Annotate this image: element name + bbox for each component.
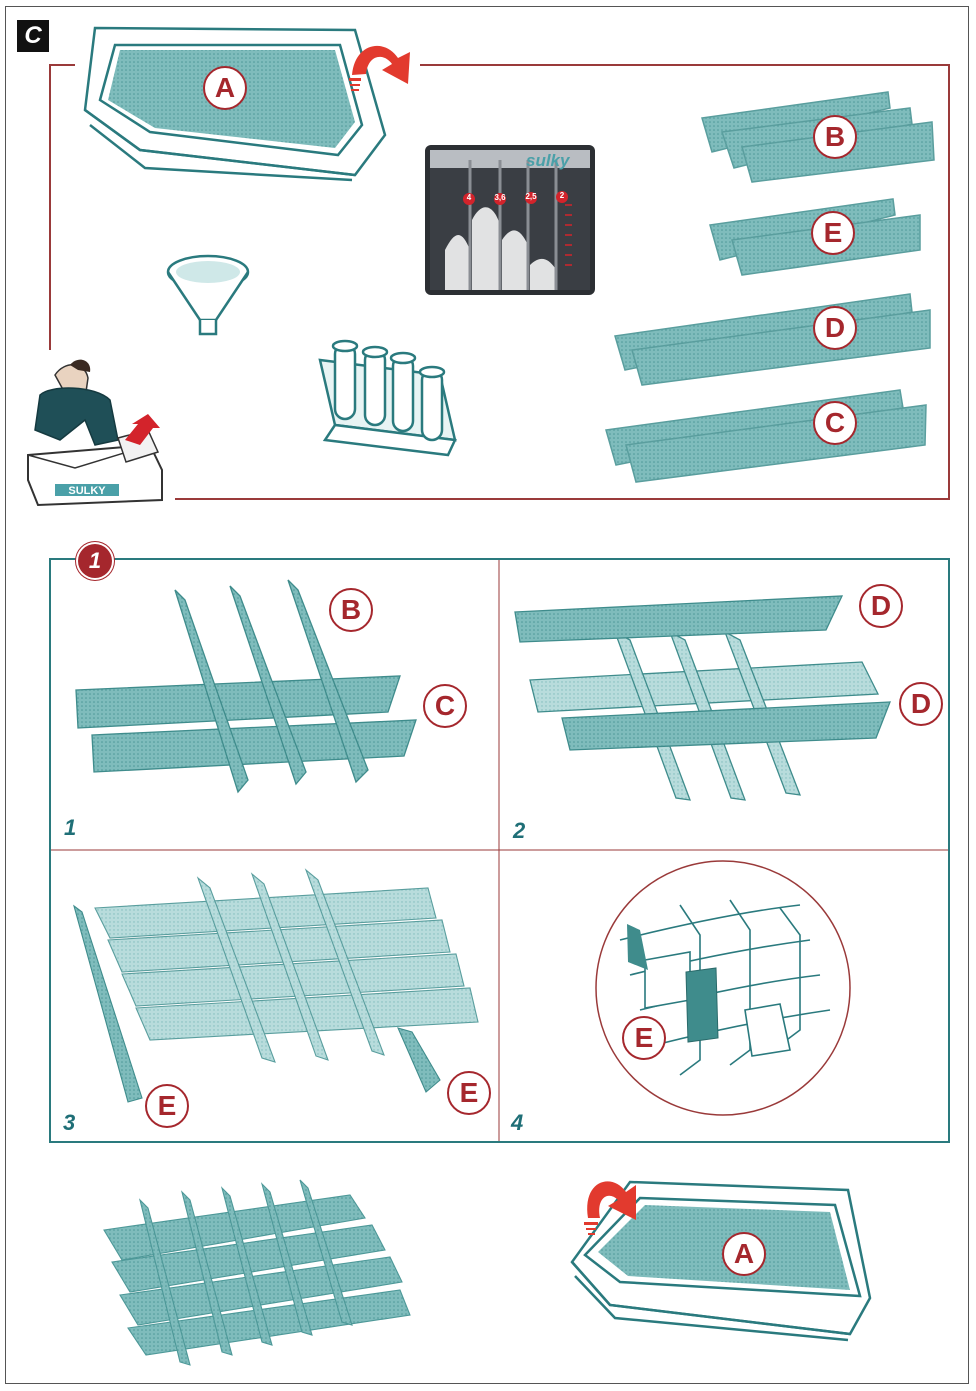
- container-mark-2: 3,6: [494, 193, 506, 202]
- assembly-steps-frame: [49, 558, 950, 1143]
- test-tube-rack-icon: [318, 339, 457, 457]
- label-panel3-e-left: E: [145, 1084, 189, 1128]
- panel-2-illustration: [514, 595, 891, 801]
- arrow-top-icon: [349, 45, 410, 91]
- label-piece-b: B: [813, 115, 857, 159]
- box-brand: SULKY: [68, 485, 106, 497]
- panel-1-illustration: [75, 579, 417, 794]
- panel-3-illustration: [73, 868, 479, 1103]
- assembled-grid-illustration: [103, 1179, 411, 1366]
- contents-frame: [49, 64, 950, 500]
- sulky-container: [425, 145, 595, 295]
- label-panel1-b: B: [329, 588, 373, 632]
- label-panel1-c: C: [423, 684, 467, 728]
- piece-c: [605, 389, 927, 483]
- page-border: [5, 6, 969, 1384]
- label-panel3-e-right: E: [447, 1071, 491, 1115]
- panel-number-4: 4: [511, 1110, 524, 1135]
- arrow-bottom-icon: [584, 1181, 636, 1235]
- piece-d: [614, 293, 931, 386]
- up-arrow-icon: [125, 414, 160, 445]
- label-panel4-e: E: [622, 1016, 666, 1060]
- panel-number-2: 2: [513, 818, 526, 843]
- label-panel2-d-bottom: D: [899, 682, 943, 726]
- man-with-box-illustration: [20, 350, 175, 510]
- label-piece-d: D: [813, 306, 857, 350]
- tray-a-top: [83, 26, 387, 182]
- container-mark-4: 2: [559, 191, 565, 200]
- container-mark-3: 2,5: [525, 192, 537, 201]
- panel-number-1: 1: [64, 815, 77, 840]
- step-badge: 1: [78, 544, 112, 578]
- funnel-icon: [166, 254, 250, 336]
- section-tag: C: [17, 20, 49, 52]
- panel-number-3: 3: [63, 1110, 76, 1135]
- label-tray-a-bottom: A: [722, 1232, 766, 1276]
- label-panel2-d-top: D: [859, 584, 903, 628]
- container-mark-1: 4: [466, 193, 472, 202]
- label-piece-c: C: [813, 401, 857, 445]
- label-piece-e: E: [811, 211, 855, 255]
- container-brand: sulky: [526, 151, 570, 170]
- label-tray-a-top: A: [203, 66, 247, 110]
